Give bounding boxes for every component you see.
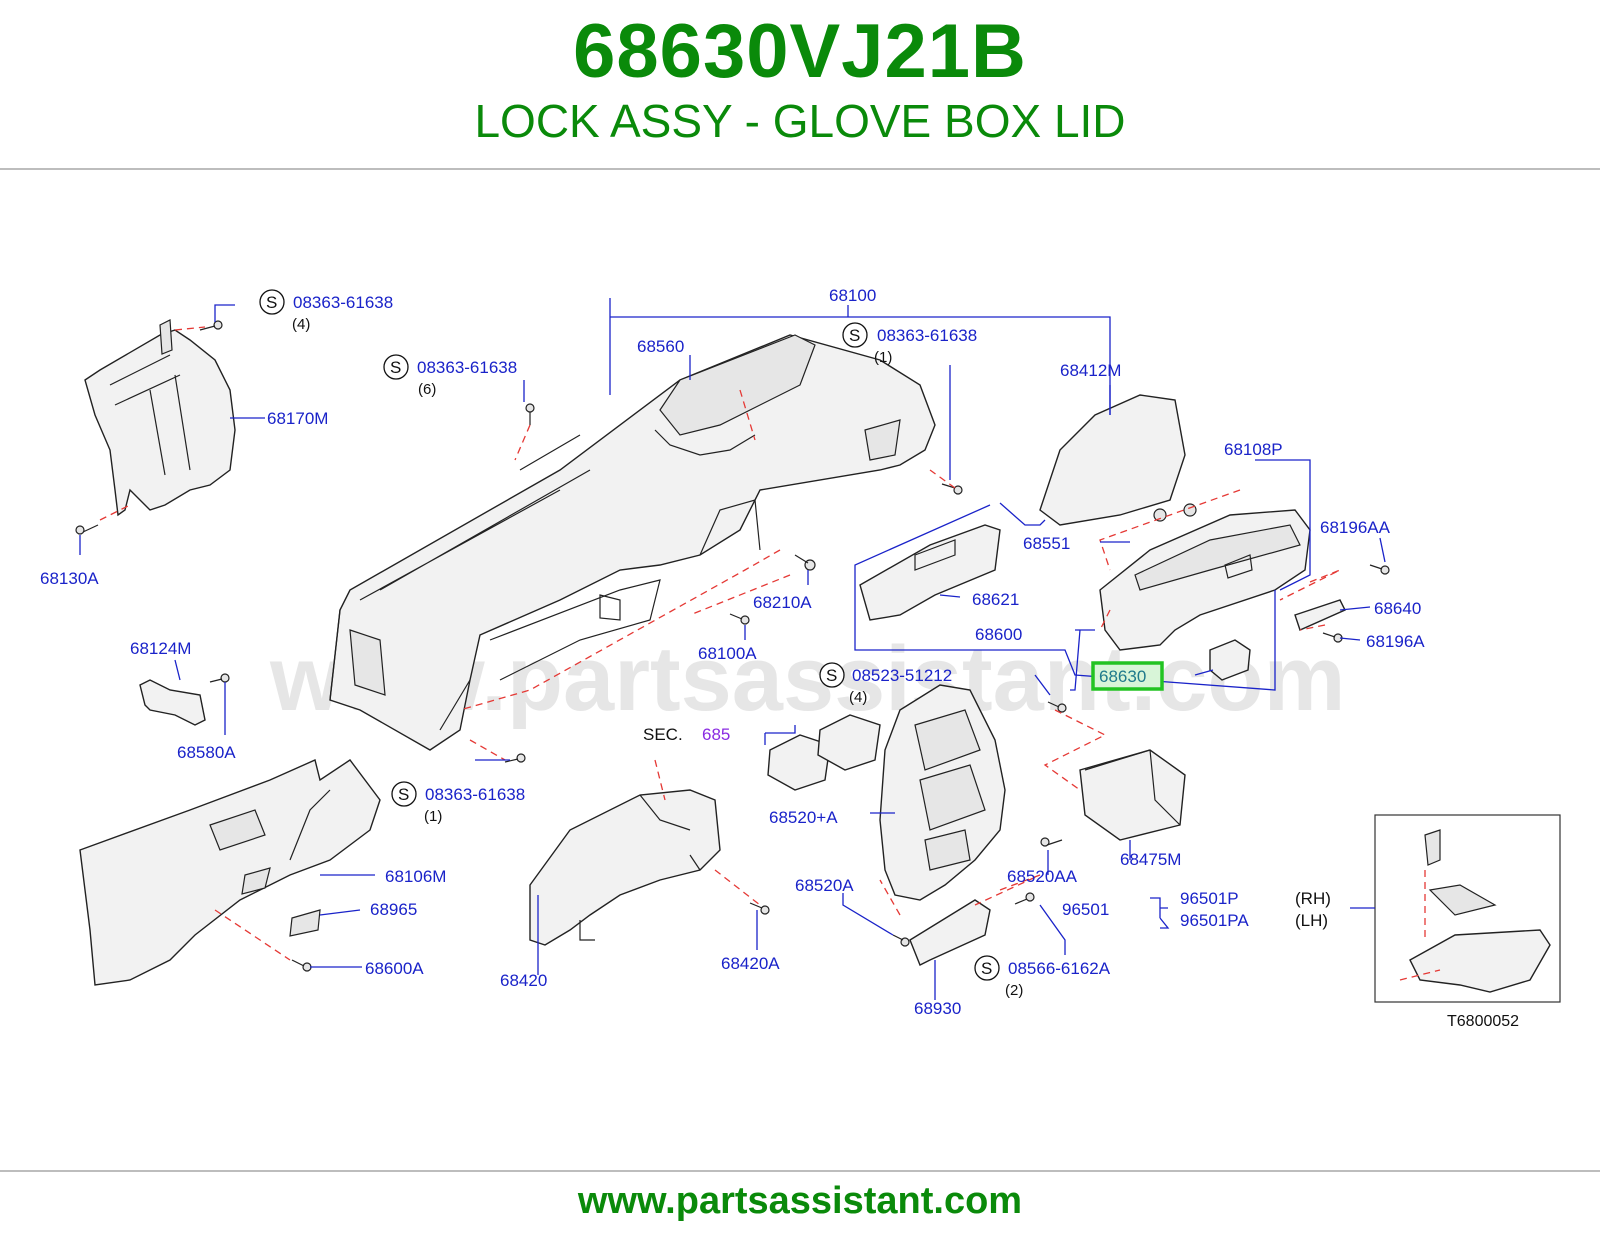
lh-label: (LH) — [1295, 911, 1328, 930]
s-marker-lower: S — [819, 662, 845, 688]
callout-08363-61638-left-top[interactable]: 08363-61638 — [293, 293, 393, 312]
parts-diagram: www.partsassistant.com — [40, 286, 1561, 1030]
qty-top-right: (1) — [874, 349, 892, 366]
page-header: 68630VJ21B LOCK ASSY - GLOVE BOX LID — [0, 0, 1600, 168]
dashboard-panel-drawing — [329, 334, 936, 751]
callout-68520aa[interactable]: 68520AA — [1007, 867, 1078, 886]
callout-08363-61638-mid[interactable]: 08363-61638 — [417, 358, 517, 377]
pocket-68475m-drawing — [1079, 749, 1186, 841]
callout-68930[interactable]: 68930 — [914, 999, 961, 1018]
diagram-code: T6800052 — [1447, 1013, 1519, 1030]
qty-mid: (6) — [418, 381, 436, 398]
svg-text:S: S — [390, 358, 401, 377]
box-68621-drawing — [859, 524, 1001, 621]
callout-68106m[interactable]: 68106M — [385, 867, 446, 886]
alignment-lines — [99, 326, 1341, 961]
callout-68210a[interactable]: 68210A — [753, 593, 812, 612]
lid-68412m-drawing — [1039, 394, 1186, 526]
qty-bottom-left: (1) — [424, 808, 442, 825]
callout-68560[interactable]: 68560 — [637, 337, 684, 356]
part-number-title: 68630VJ21B — [573, 9, 1027, 94]
callout-68100[interactable]: 68100 — [829, 286, 876, 305]
callout-68108p[interactable]: 68108P — [1224, 440, 1283, 459]
inset-detail-box — [1374, 814, 1561, 1003]
callout-96501pa[interactable]: 96501PA — [1180, 911, 1249, 930]
bracket-68124m-drawing — [139, 679, 206, 726]
rh-label: (RH) — [1295, 889, 1331, 908]
callout-08363-61638-top-right[interactable]: 08363-61638 — [877, 326, 977, 345]
qty-bottom: (2) — [1005, 982, 1023, 999]
callout-68420[interactable]: 68420 — [500, 971, 547, 990]
lock-68630-drawing — [1209, 639, 1251, 681]
leader-lines — [79, 298, 1386, 1000]
trim-68930-drawing — [909, 899, 991, 966]
qty-lower: (4) — [849, 689, 867, 706]
callout-08566-6162a[interactable]: 08566-6162A — [1008, 959, 1111, 978]
callout-68124m[interactable]: 68124M — [130, 639, 191, 658]
qty-left-top: (4) — [292, 316, 310, 333]
meter-hood-68420-drawing — [529, 789, 721, 946]
callout-68621[interactable]: 68621 — [972, 590, 1019, 609]
callout-68965[interactable]: 68965 — [370, 900, 417, 919]
callout-68420a[interactable]: 68420A — [721, 954, 780, 973]
part-description: LOCK ASSY - GLOVE BOX LID — [474, 95, 1126, 147]
cluster-frame-drawing — [879, 684, 1006, 901]
section-685-link[interactable]: 685 — [702, 725, 730, 744]
svg-text:S: S — [826, 666, 837, 685]
footer-divider — [0, 1170, 1600, 1172]
callout-68630-label: 68630 — [1099, 667, 1146, 686]
footer-website-link[interactable]: www.partsassistant.com — [577, 1180, 1023, 1222]
s-marker-top-right: S — [842, 322, 868, 348]
callout-68475m[interactable]: 68475M — [1120, 850, 1181, 869]
callout-96501[interactable]: 96501 — [1062, 900, 1109, 919]
svg-text:S: S — [398, 785, 409, 804]
s-marker-bottom-left: S — [391, 781, 417, 807]
lower-panel-68106m-drawing — [79, 759, 381, 986]
callout-08363-61638-bottom-left[interactable]: 08363-61638 — [425, 785, 525, 804]
callout-68630-highlighted[interactable]: 68630 — [1091, 661, 1164, 691]
bracket-68170m-drawing — [84, 319, 236, 517]
callout-68100a[interactable]: 68100A — [698, 644, 757, 663]
section-label: SEC. — [643, 725, 683, 744]
s-marker-mid: S — [383, 354, 409, 380]
callout-68196aa[interactable]: 68196AA — [1320, 518, 1391, 537]
callout-68520-a[interactable]: 68520+A — [769, 808, 838, 827]
callout-68170m[interactable]: 68170M — [267, 409, 328, 428]
callout-68600a[interactable]: 68600A — [365, 959, 424, 978]
svg-text:S: S — [981, 959, 992, 978]
callout-68196a[interactable]: 68196A — [1366, 632, 1425, 651]
callout-68580a[interactable]: 68580A — [177, 743, 236, 762]
callout-68640[interactable]: 68640 — [1374, 599, 1421, 618]
callout-08523-51212[interactable]: 08523-51212 — [852, 666, 952, 685]
vent-grilles-drawing — [767, 714, 881, 791]
callout-68520a[interactable]: 68520A — [795, 876, 854, 895]
callout-96501p[interactable]: 96501P — [1180, 889, 1239, 908]
callout-68130a[interactable]: 68130A — [40, 569, 99, 588]
s-marker-bottom: S — [974, 955, 1000, 981]
callout-68551[interactable]: 68551 — [1023, 534, 1070, 553]
svg-text:S: S — [849, 326, 860, 345]
svg-text:S: S — [266, 293, 277, 312]
callout-68412m[interactable]: 68412M — [1060, 361, 1121, 380]
s-marker-left-top: S — [259, 289, 285, 315]
header-divider — [0, 168, 1600, 170]
callout-68600[interactable]: 68600 — [975, 625, 1022, 644]
